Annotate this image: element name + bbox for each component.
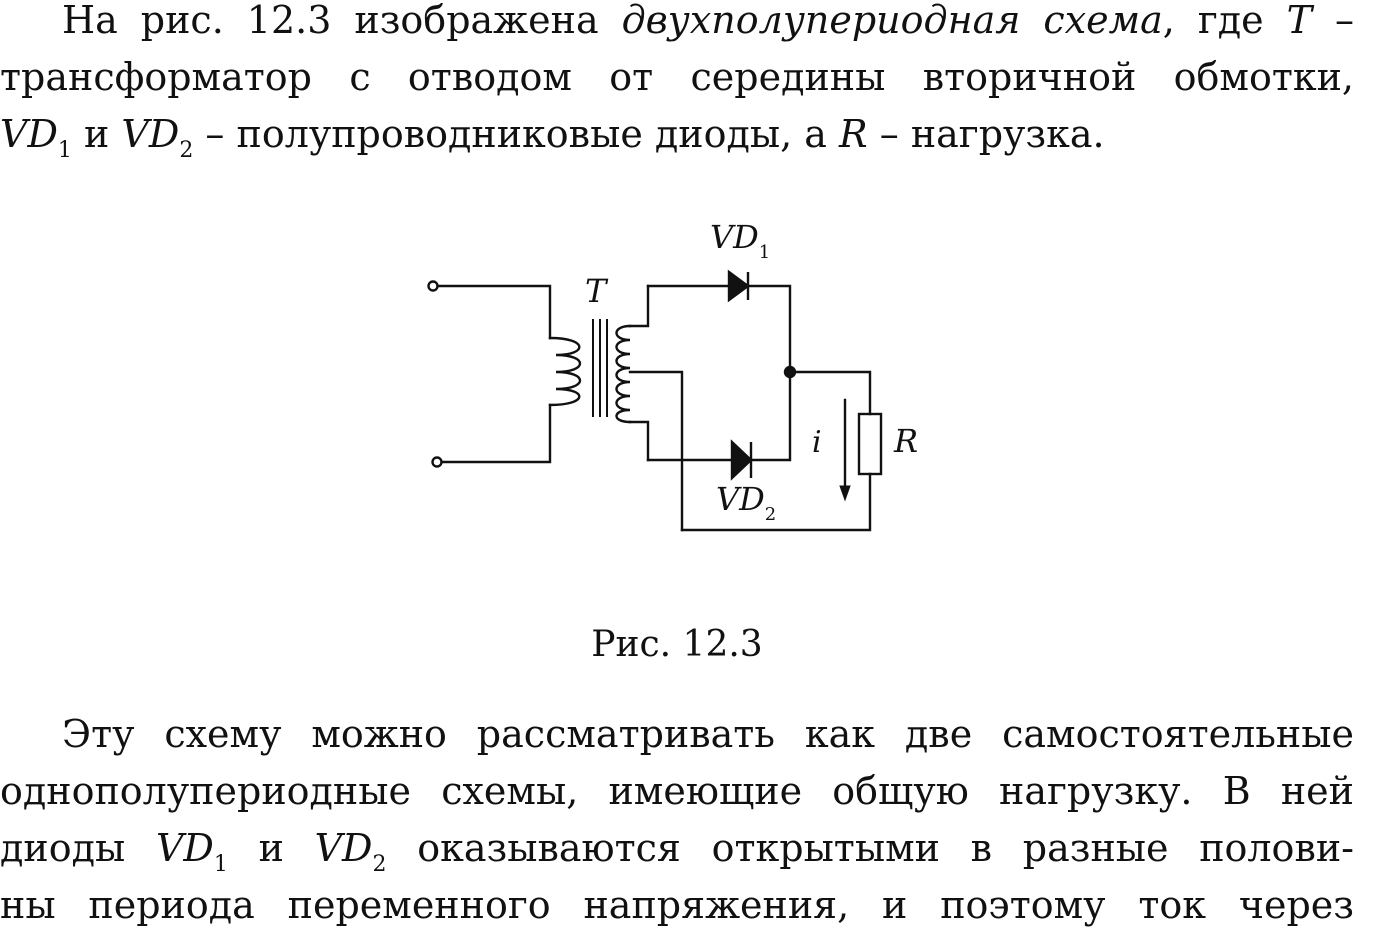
paragraph-intro-line-1: На рис. 12.3 изображена двухполупериодна…	[62, 0, 1354, 42]
secondary-winding	[615, 324, 632, 424]
vd2-wire	[646, 370, 792, 462]
input-terminal-top	[427, 280, 439, 292]
primary-lead-bottom	[440, 403, 552, 464]
current-arrow-head	[839, 485, 851, 502]
term-full-wave-circuit: двухполупериодная схема	[621, 0, 1163, 42]
diode-vd1	[727, 269, 751, 303]
symbol-vd2: VD2	[121, 112, 194, 163]
junction-node	[783, 365, 797, 379]
label-current: i	[812, 425, 822, 460]
paragraph-explanation-line-1: Эту схему можно рассматривать как две са…	[62, 712, 1354, 756]
circuit-diagram: T VD1 VD2 i R	[427, 218, 918, 532]
primary-winding	[548, 336, 581, 407]
paragraph-intro-line-3: VD1 и VD2 – полупроводниковые диоды, а R…	[0, 112, 1105, 163]
label-r: R	[893, 422, 918, 460]
symbol-vd1: VD1	[155, 826, 228, 877]
primary-lead-top	[436, 284, 552, 340]
secondary-leads	[628, 284, 684, 532]
paragraph-explanation-line-4: ны периода переменного напряжения, и поэ…	[0, 883, 1354, 927]
resistor-r	[857, 412, 883, 476]
label-vd1: VD1	[710, 218, 770, 263]
symbol-t: T	[1286, 0, 1312, 42]
label-vd2: VD2	[716, 480, 776, 525]
paragraph-explanation: Эту схему можно рассматривать как две са…	[0, 706, 1354, 934]
paragraph-intro: На рис. 12.3 изображена двухполупериодна…	[0, 0, 1354, 163]
load-wire	[680, 370, 872, 532]
diode-vd2	[730, 439, 753, 481]
paragraph-intro-line-2: трансформатор с отводом от середины втор…	[0, 55, 1354, 99]
symbol-vd1: VD1	[0, 112, 72, 163]
paragraph-explanation-line-3: диоды VD1 и VD2 оказываются открытыми в …	[0, 826, 1354, 877]
symbol-r: R	[839, 112, 868, 156]
figure-caption: Рис. 12.3	[591, 624, 763, 665]
transformer-core	[592, 319, 608, 417]
input-terminal-bottom	[431, 456, 443, 468]
symbol-vd2: VD2	[314, 826, 387, 877]
paragraph-explanation-line-2: однополупериодные схемы, имеющие общую н…	[0, 769, 1354, 813]
label-t: T	[585, 272, 609, 310]
vd1-wire	[646, 284, 792, 374]
